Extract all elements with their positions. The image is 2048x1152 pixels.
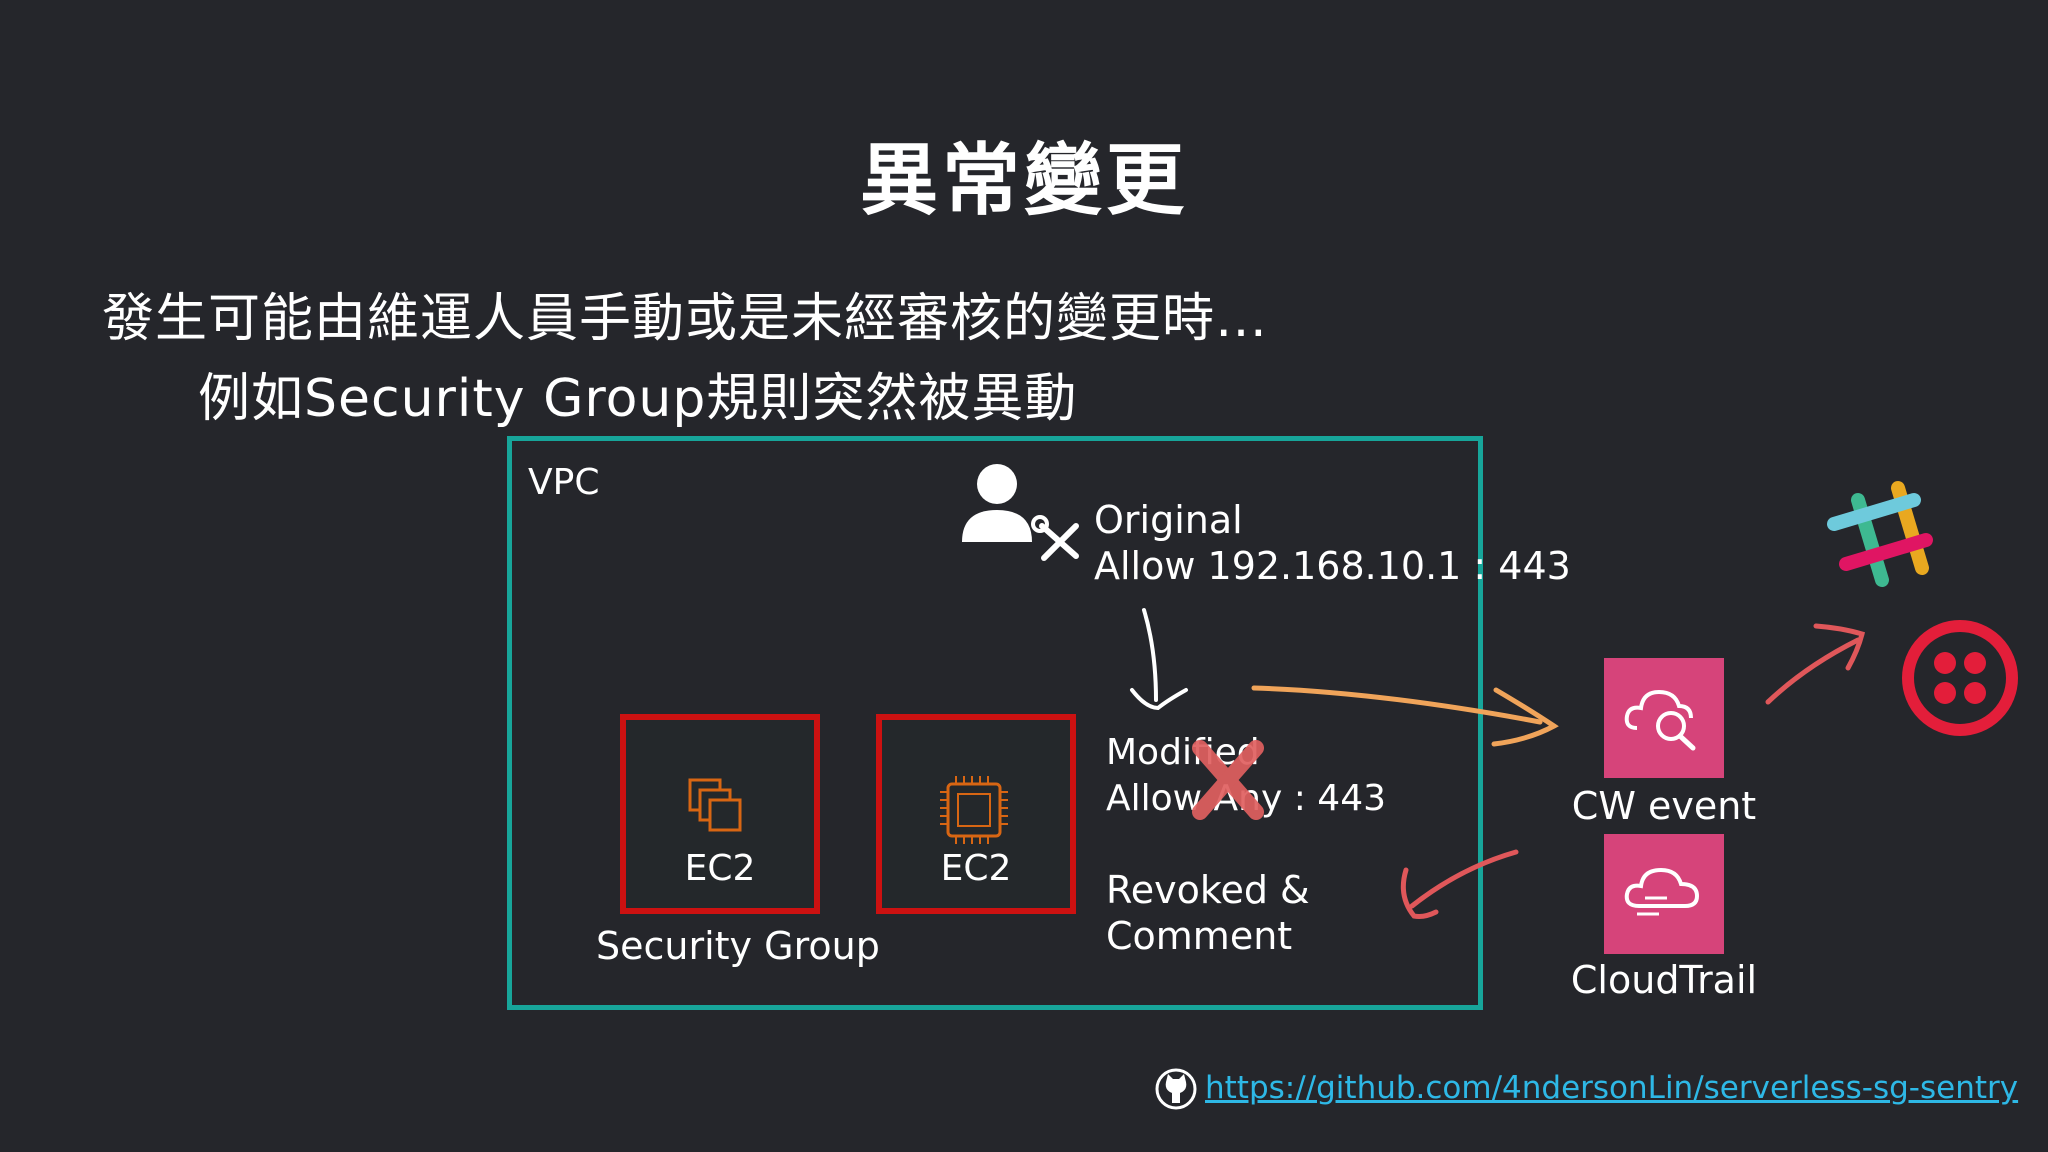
github-repo-link[interactable]: https://github.com/4ndersonLin/serverles… bbox=[1205, 1070, 2019, 1106]
cw-event-label: CW event bbox=[1571, 784, 1757, 828]
ec2-chip-icon bbox=[940, 776, 1008, 844]
cloudtrail-icon bbox=[1624, 867, 1700, 916]
cloudwatch-icon bbox=[1624, 689, 1696, 751]
original-rule: Allow 192.168.10.1 : 443 bbox=[1094, 544, 1571, 588]
vpc-label: VPC bbox=[528, 462, 600, 503]
original-title: Original bbox=[1094, 498, 1243, 542]
arrow-to-notify bbox=[1765, 623, 1866, 705]
revoked-line-1: Revoked & bbox=[1106, 868, 1310, 912]
subtitle-line-1: 發生可能由維運人員手動或是未經審核的變更時… bbox=[102, 289, 1269, 349]
cloudtrail-tile bbox=[1604, 834, 1724, 954]
cloudtrail-label: CloudTrail bbox=[1570, 958, 1758, 1002]
slack-icon bbox=[1827, 481, 1933, 587]
ec2-box-right: EC2 bbox=[876, 714, 1076, 914]
ec2-right-label: EC2 bbox=[940, 848, 1012, 889]
revoked-line-2: Comment bbox=[1106, 914, 1293, 958]
page-title: 異常變更 bbox=[859, 136, 1188, 226]
security-group-label: Security Group bbox=[596, 924, 880, 968]
twilio-icon bbox=[1902, 620, 2018, 736]
ec2-instances-icon bbox=[688, 778, 742, 832]
subtitle-line-2: 例如Security Group規則突然被異動 bbox=[198, 369, 1078, 429]
cloudwatch-tile bbox=[1604, 658, 1724, 778]
ec2-box-left: EC2 bbox=[620, 714, 820, 914]
ec2-left-label: EC2 bbox=[684, 848, 756, 889]
github-icon bbox=[1155, 1068, 1197, 1110]
